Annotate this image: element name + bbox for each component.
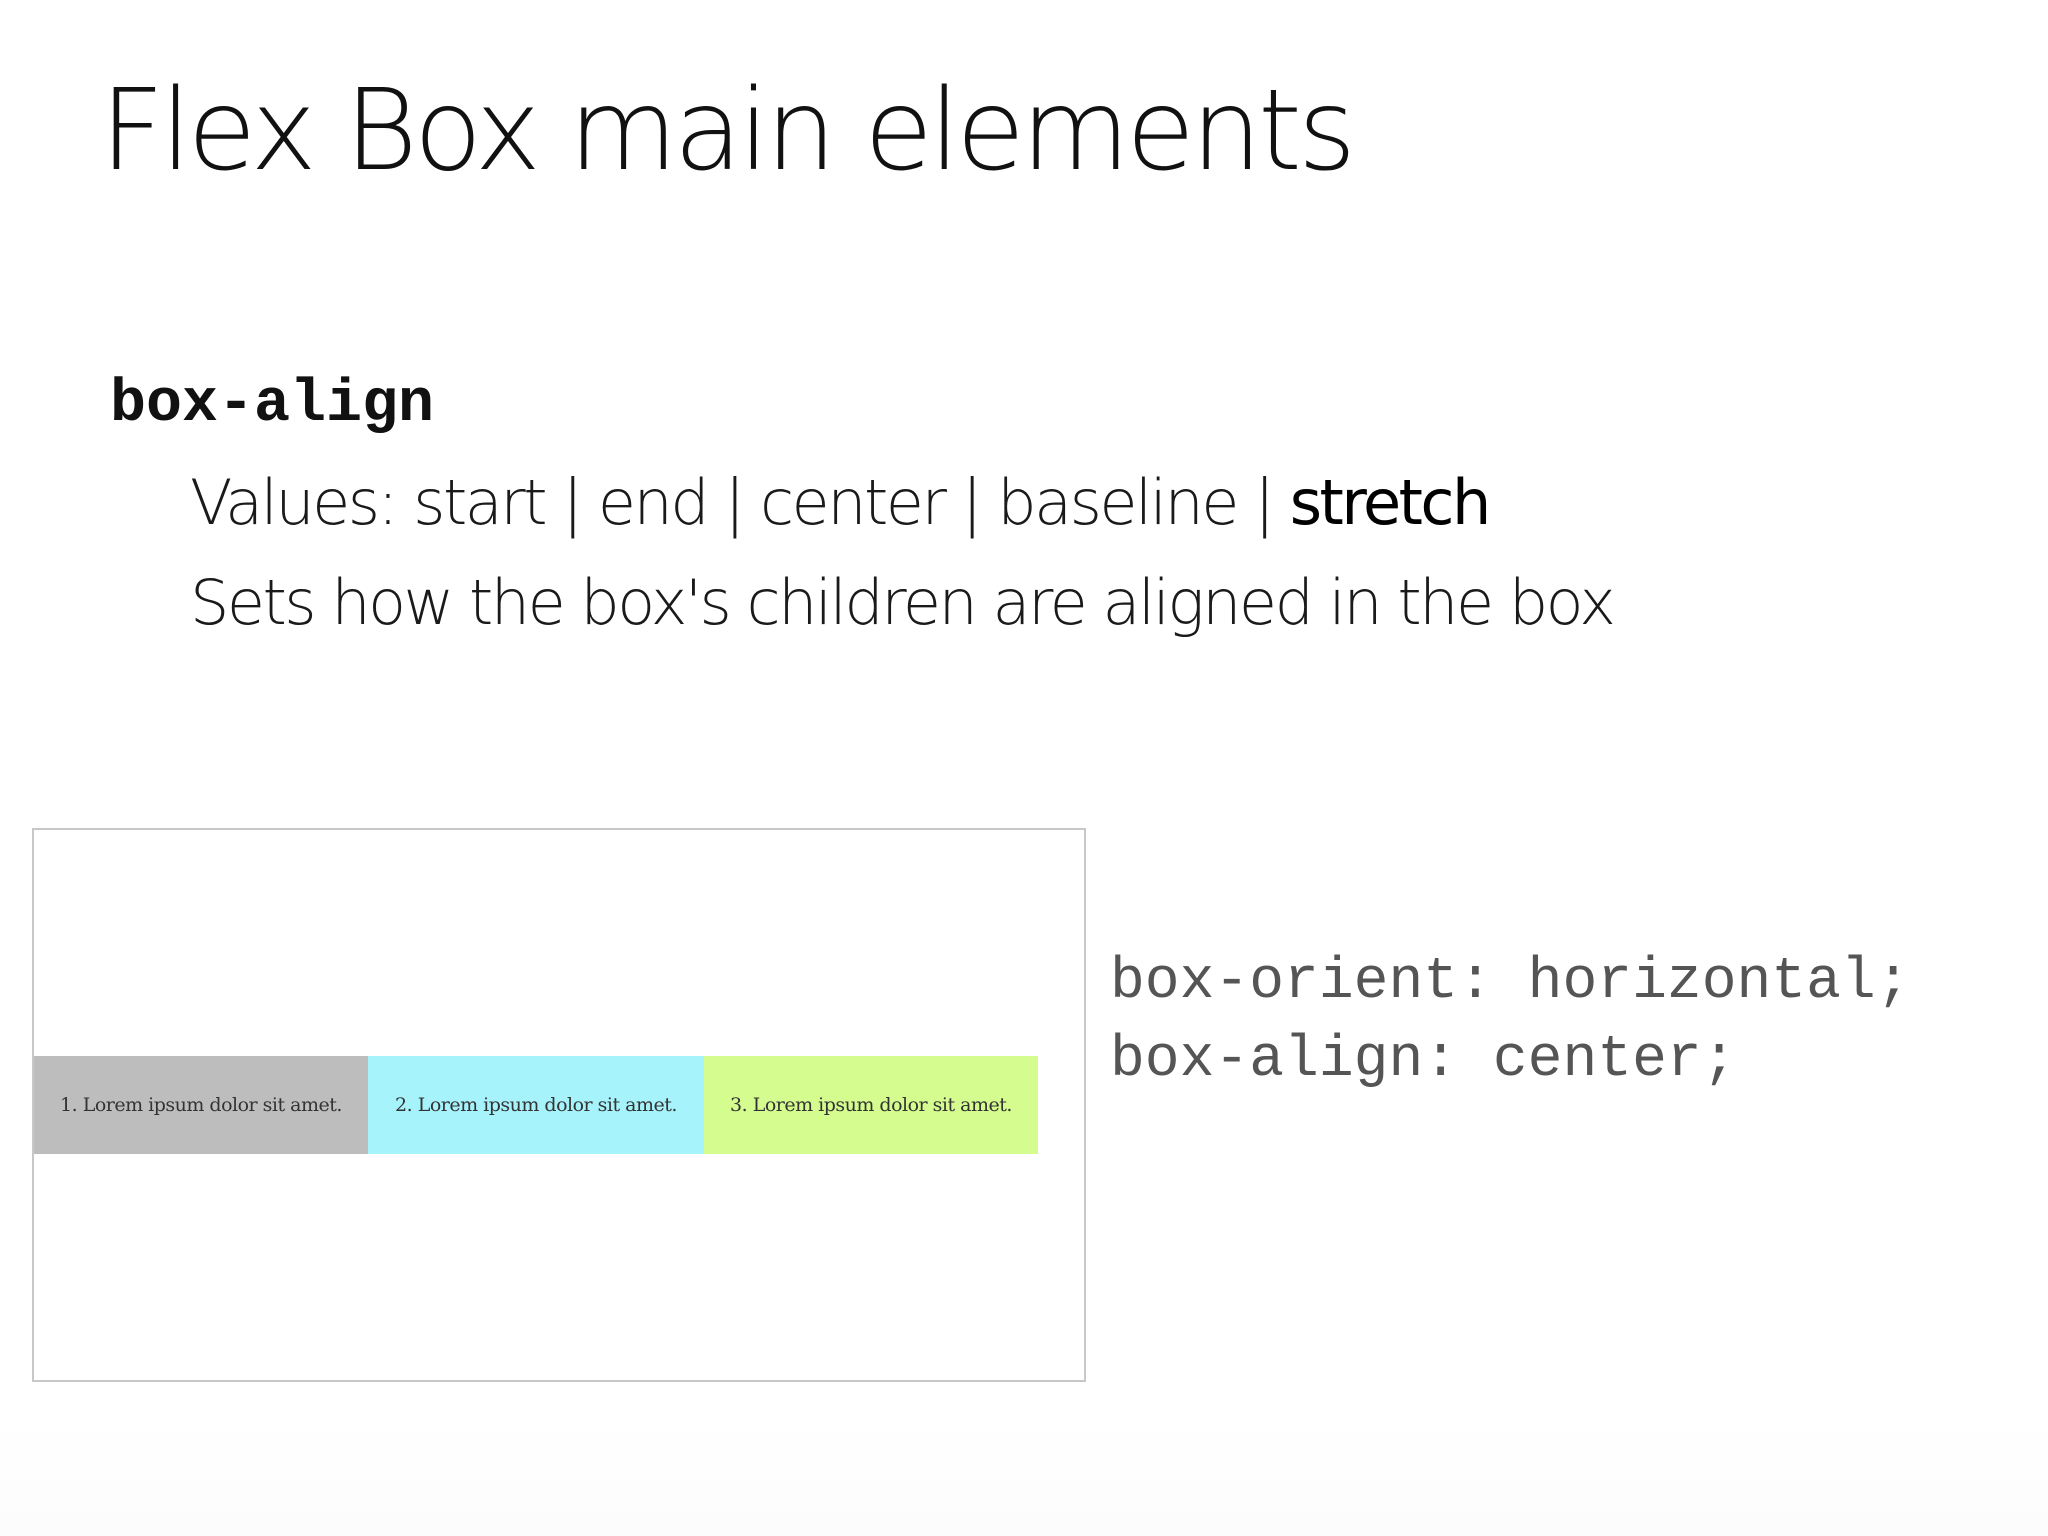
- demo-item-3: 3. Lorem ipsum dolor sit amet.: [704, 1056, 1038, 1154]
- code-line-1: box-orient: horizontal;: [1110, 950, 1911, 1015]
- demo-screenshot: 1. Lorem ipsum dolor sit amet. 2. Lorem …: [32, 828, 1086, 1382]
- values-highlight: stretch: [1289, 466, 1492, 539]
- background-shade: [0, 1420, 2048, 1536]
- property-description: Sets how the box's children are aligned …: [190, 566, 1616, 639]
- slide-title: Flex Box main elements: [100, 66, 1356, 196]
- demo-item-1: 1. Lorem ipsum dolor sit amet.: [34, 1056, 368, 1154]
- demo-item-2: 2. Lorem ipsum dolor sit amet.: [368, 1056, 704, 1154]
- demo-item-label: 2. Lorem ipsum dolor sit amet.: [395, 1094, 677, 1116]
- code-block: box-orient: horizontal; box-align: cente…: [1110, 944, 1911, 1100]
- property-name: box-align: [110, 371, 435, 439]
- demo-item-label: 1. Lorem ipsum dolor sit amet.: [60, 1094, 342, 1116]
- values-text: Values: start | end | center | baseline …: [190, 466, 1290, 539]
- code-line-2: box-align: center;: [1110, 1028, 1737, 1093]
- demo-item-label: 3. Lorem ipsum dolor sit amet.: [730, 1094, 1012, 1116]
- demo-row: 1. Lorem ipsum dolor sit amet. 2. Lorem …: [34, 1056, 1038, 1154]
- property-values: Values: start | end | center | baseline …: [190, 466, 1492, 540]
